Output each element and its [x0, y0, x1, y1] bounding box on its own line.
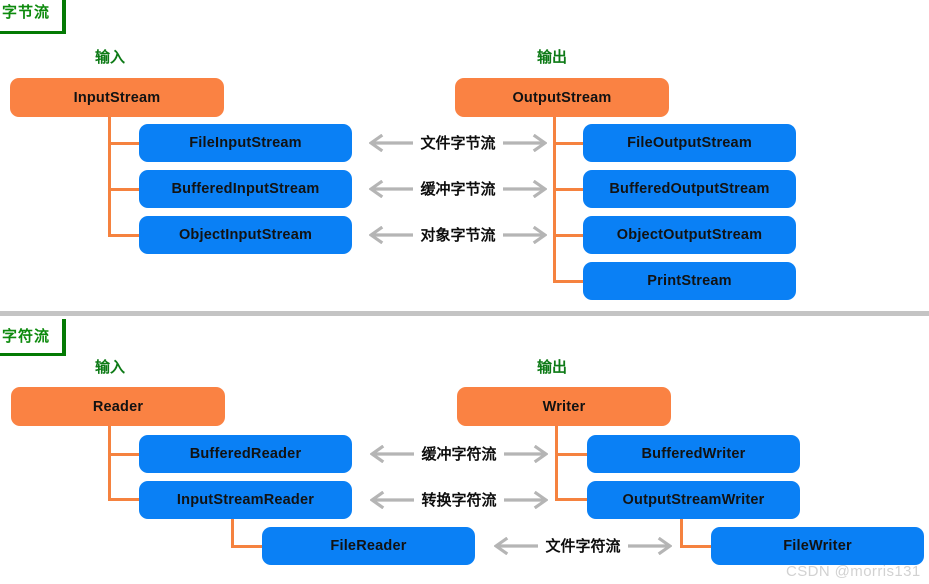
arrow-right-icon	[627, 537, 672, 555]
node-file-reader-label: FileReader	[330, 538, 407, 554]
node-buffered-output-stream-label: BufferedOutputStream	[609, 181, 770, 197]
node-file-output-stream-label: FileOutputStream	[627, 135, 752, 151]
section-tag-byte-stream-label: 字节流	[2, 4, 51, 21]
node-buffered-writer-label: BufferedWriter	[641, 446, 746, 462]
arrow-right-icon	[502, 134, 547, 152]
arrow-left-icon	[370, 445, 415, 463]
node-file-input-stream[interactable]: FileInputStream	[139, 124, 352, 162]
arrow-right-icon	[502, 226, 547, 244]
node-reader-label: Reader	[92, 398, 144, 415]
char-pair-row-3: 文件字符流	[486, 533, 680, 559]
byte-pair-label-3: 对象字节流	[420, 226, 496, 244]
section-tag-byte-stream: 字节流	[0, 0, 66, 34]
arrow-left-icon	[369, 180, 414, 198]
byte-output-branch-1	[553, 142, 589, 145]
arrow-left-icon	[494, 537, 539, 555]
char-pair-row-1: 缓冲字符流	[362, 441, 556, 467]
char-input-subtrunk	[231, 518, 234, 548]
byte-input-trunk	[108, 114, 111, 237]
byte-pair-label-2: 缓冲字节流	[420, 180, 496, 198]
byte-output-branch-2	[553, 188, 589, 191]
node-buffered-reader-label: BufferedReader	[189, 446, 302, 462]
char-input-caption: 输入	[95, 359, 126, 376]
byte-output-caption: 输出	[537, 49, 568, 66]
node-buffered-writer[interactable]: BufferedWriter	[587, 435, 800, 473]
node-reader[interactable]: Reader	[11, 387, 225, 426]
node-file-output-stream[interactable]: FileOutputStream	[583, 124, 796, 162]
byte-input-branch-2	[108, 188, 144, 191]
node-output-stream[interactable]: OutputStream	[455, 78, 669, 117]
char-pair-label-3: 文件字符流	[545, 537, 621, 555]
node-buffered-input-stream-label: BufferedInputStream	[171, 181, 320, 197]
byte-pair-row-3: 对象字节流	[362, 222, 554, 248]
byte-output-trunk	[553, 114, 556, 283]
node-input-stream-reader[interactable]: InputStreamReader	[139, 481, 352, 519]
node-object-output-stream-label: ObjectOutputStream	[616, 227, 763, 243]
char-pair-label-1: 缓冲字符流	[421, 445, 497, 463]
byte-pair-row-2: 缓冲字节流	[362, 176, 554, 202]
node-input-stream-reader-label: InputStreamReader	[176, 492, 315, 508]
node-print-stream[interactable]: PrintStream	[583, 262, 796, 300]
char-output-branch-2	[555, 498, 591, 501]
char-pair-label-2: 转换字符流	[421, 491, 497, 509]
char-input-trunk	[108, 423, 111, 501]
section-tag-char-stream-label: 字符流	[2, 327, 51, 345]
char-input-branch-2	[108, 498, 144, 501]
char-output-subtrunk	[680, 518, 683, 548]
char-input-branch-1	[108, 453, 144, 456]
char-pair-row-2: 转换字符流	[362, 487, 556, 513]
arrow-right-icon	[502, 180, 547, 198]
node-file-writer-label: FileWriter	[783, 538, 852, 554]
section-tag-char-stream: 字符流	[0, 319, 66, 356]
arrow-left-icon	[369, 226, 414, 244]
byte-pair-row-1: 文件字节流	[362, 130, 554, 156]
node-input-stream-label: InputStream	[73, 89, 161, 106]
byte-input-branch-3	[108, 234, 144, 237]
char-output-caption: 输出	[537, 359, 568, 376]
node-object-input-stream-label: ObjectInputStream	[178, 227, 313, 243]
node-file-input-stream-label: FileInputStream	[189, 135, 302, 151]
node-file-reader[interactable]: FileReader	[262, 527, 475, 565]
arrow-left-icon	[370, 491, 415, 509]
arrow-right-icon	[503, 491, 548, 509]
byte-output-branch-4	[553, 280, 589, 283]
node-object-output-stream[interactable]: ObjectOutputStream	[583, 216, 796, 254]
node-output-stream-label: OutputStream	[512, 89, 612, 106]
node-writer-label: Writer	[542, 398, 586, 415]
node-object-input-stream[interactable]: ObjectInputStream	[139, 216, 352, 254]
byte-input-branch-1	[108, 142, 144, 145]
node-buffered-reader[interactable]: BufferedReader	[139, 435, 352, 473]
node-output-stream-writer-label: OutputStreamWriter	[622, 492, 765, 508]
node-file-writer[interactable]: FileWriter	[711, 527, 924, 565]
watermark: CSDN @morris131	[786, 563, 921, 580]
arrow-left-icon	[369, 134, 414, 152]
node-buffered-output-stream[interactable]: BufferedOutputStream	[583, 170, 796, 208]
char-input-subbranch	[231, 545, 267, 548]
byte-input-caption: 输入	[95, 49, 126, 66]
char-output-trunk	[555, 423, 558, 501]
node-writer[interactable]: Writer	[457, 387, 671, 426]
node-print-stream-label: PrintStream	[647, 273, 732, 289]
char-output-subbranch	[680, 545, 716, 548]
byte-pair-label-1: 文件字节流	[420, 134, 496, 152]
node-output-stream-writer[interactable]: OutputStreamWriter	[587, 481, 800, 519]
node-buffered-input-stream[interactable]: BufferedInputStream	[139, 170, 352, 208]
byte-output-branch-3	[553, 234, 589, 237]
section-divider	[0, 311, 929, 316]
arrow-right-icon	[503, 445, 548, 463]
char-output-branch-1	[555, 453, 591, 456]
node-input-stream[interactable]: InputStream	[10, 78, 224, 117]
